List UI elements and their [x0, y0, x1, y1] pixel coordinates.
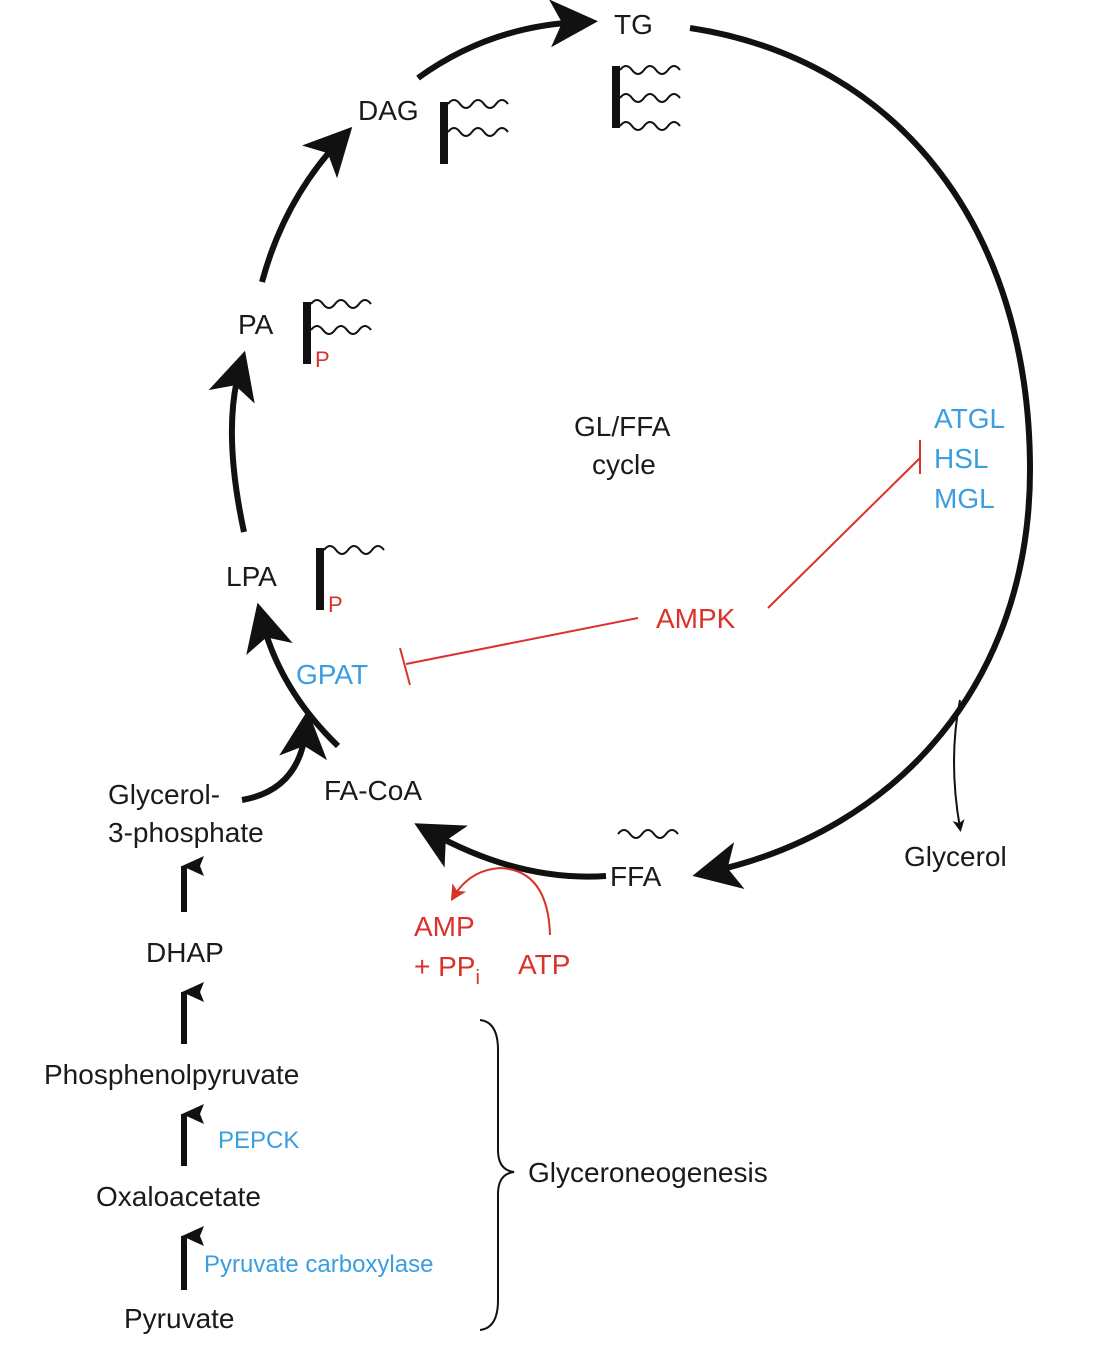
enzyme-atgl: ATGL: [934, 403, 1005, 434]
arc-tg-to-ffa: [689, 25, 1034, 889]
lpa-label: LPA: [226, 561, 277, 592]
oxaloacetate-label: Oxaloacetate: [96, 1181, 261, 1212]
lpa-molecule-icon: P: [316, 545, 385, 617]
enzyme-pyruvate-carboxylase: Pyruvate carboxylase: [204, 1251, 433, 1278]
ppi-prefix: + PP: [414, 951, 475, 982]
enzyme-mgl: MGL: [934, 483, 995, 514]
arrow-lpa-to-pa: [208, 350, 255, 533]
arrow-pa-to-dag: [259, 126, 353, 283]
dag-label: DAG: [358, 95, 419, 126]
tg-molecule-icon: [612, 65, 681, 131]
arrow-to-glycerol: [952, 699, 965, 832]
pa-phosphate-label: P: [315, 347, 330, 372]
ffa-molecule-icon: [617, 829, 679, 839]
enzyme-gpat: GPAT: [296, 659, 368, 690]
inhibition-ampk-gpat: [405, 617, 639, 665]
ppi-subscript: i: [475, 967, 479, 989]
ffa-label: FFA: [610, 861, 662, 892]
glyceroneogenesis-brace: [479, 1019, 515, 1331]
inhibition-ampk-lipases: [767, 457, 921, 609]
facoa-label: FA-CoA: [324, 775, 422, 806]
enzyme-pepck: PEPCK: [218, 1127, 299, 1154]
dag-molecule-icon: [440, 99, 509, 164]
glycerol-label: Glycerol: [904, 841, 1007, 872]
arrow-g3p-to-gpat: [241, 710, 327, 803]
ppi-label: + PPi: [414, 951, 480, 989]
amp-label: AMP: [414, 911, 475, 942]
dhap-label: DHAP: [146, 937, 224, 968]
arrow-dag-to-tg: [416, 0, 598, 81]
lpa-phosphate-label: P: [328, 592, 343, 617]
pyruvate-label: Pyruvate: [124, 1303, 235, 1334]
arrow-atp-to-amp: [450, 866, 551, 936]
pep-label: Phosphenolpyruvate: [44, 1059, 299, 1090]
pa-molecule-icon: P: [303, 299, 372, 372]
glyceroneogenesis-label: Glyceroneogenesis: [528, 1157, 768, 1188]
cycle-label-line1: GL/FFA: [574, 411, 671, 442]
g3p-label-line1: Glycerol-: [108, 779, 220, 810]
inhibition-tbar-gpat: [399, 647, 411, 686]
pa-label: PA: [238, 309, 274, 340]
arrow-ffa-to-facoa: [414, 823, 607, 880]
enzyme-hsl: HSL: [934, 443, 988, 474]
cycle-label-line2: cycle: [592, 449, 656, 480]
tg-label: TG: [614, 9, 653, 40]
g3p-label-line2: 3-phosphate: [108, 817, 264, 848]
atp-label: ATP: [518, 949, 570, 980]
ampk-label: AMPK: [656, 603, 736, 634]
